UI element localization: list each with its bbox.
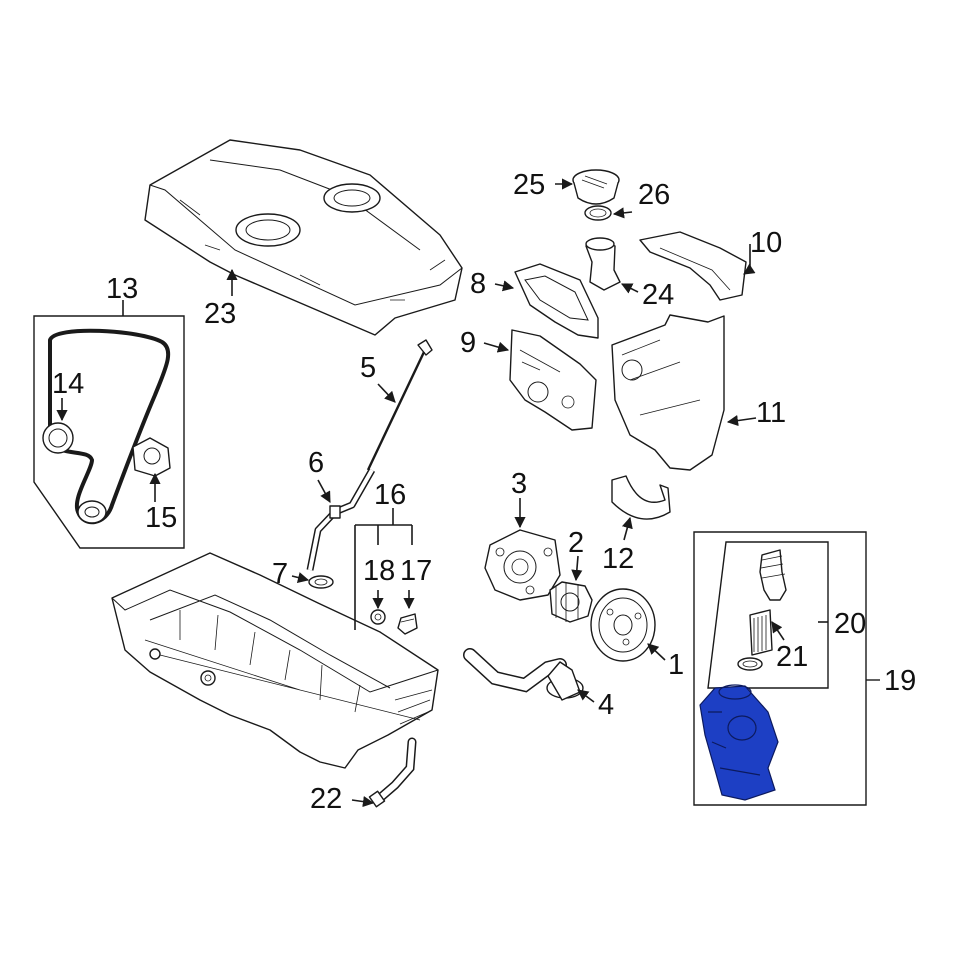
callout-23: 23: [204, 298, 236, 330]
breather-hose-part: [368, 737, 417, 808]
belt-kit-box: [33, 315, 185, 549]
tensioner-pulley-part: [132, 437, 171, 477]
filter-kit-box: [707, 541, 829, 689]
callout-3: 3: [511, 468, 527, 500]
upper-timing-cover-part: [639, 231, 747, 301]
callout-14: 14: [52, 368, 84, 400]
callout-26: 26: [638, 179, 670, 211]
dipstick-tube-part: [306, 468, 376, 571]
callout-15: 15: [145, 502, 177, 534]
drain-plug-washer-part: [370, 609, 386, 625]
lower-timing-cover-part: [611, 314, 725, 471]
callout-19: 19: [884, 665, 916, 697]
timing-cover-upper-left-part: [514, 263, 599, 339]
callout-12: 12: [602, 543, 634, 575]
valve-cover-part: [144, 139, 463, 336]
callout-13: 13: [106, 273, 138, 305]
callout-5: 5: [360, 352, 376, 384]
callout-2: 2: [568, 527, 584, 559]
callout-18: 18: [363, 555, 395, 587]
leader-lines: [56, 178, 828, 808]
callout-10: 10: [750, 227, 782, 259]
callout-4: 4: [598, 689, 614, 721]
oil-filter-housing-part: [699, 684, 779, 801]
oil-filter-housing-box: [693, 531, 880, 806]
callout-22: 22: [310, 783, 342, 815]
oil-filter-element-part: [737, 609, 773, 671]
oil-pan-part: [111, 552, 439, 769]
callout-labels: 1 2 3 4 5 6 7 8 9 10 11 12 13 14 15 16 1…: [52, 169, 916, 815]
callout-17: 17: [400, 555, 432, 587]
drain-plug-part: [397, 613, 418, 635]
timing-belt-part: [42, 328, 171, 525]
dipstick-part: [366, 339, 433, 471]
cap-seal-part: [584, 205, 612, 221]
callout-8: 8: [470, 268, 486, 300]
callout-21: 21: [776, 641, 808, 673]
oil-filler-neck-part: [585, 237, 621, 291]
oil-pickup-tube-part: [463, 648, 584, 701]
callout-1: 1: [668, 649, 684, 681]
callout-20: 20: [834, 608, 866, 640]
oil-pump-part: [484, 529, 561, 601]
cover-seal-part: [611, 475, 671, 520]
callout-9: 9: [460, 327, 476, 359]
callout-7: 7: [272, 558, 288, 590]
pump-gear-part: [549, 581, 593, 623]
callout-25: 25: [513, 169, 545, 201]
filter-cap-part: [759, 549, 787, 601]
callout-11: 11: [756, 397, 786, 429]
callout-6: 6: [308, 447, 324, 479]
callout-24: 24: [642, 279, 674, 311]
callout-16: 16: [374, 479, 406, 511]
timing-backplate-part: [509, 329, 597, 431]
tube-seal-part: [308, 575, 334, 589]
oil-filler-cap-part: [572, 169, 620, 205]
crankshaft-pulley-part: [590, 588, 656, 662]
